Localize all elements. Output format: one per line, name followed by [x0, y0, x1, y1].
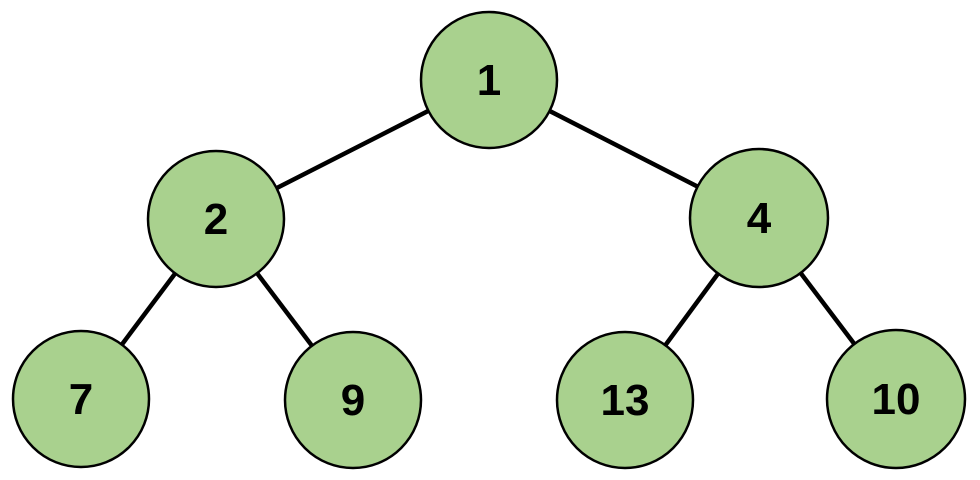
tree-node-4: 4 — [688, 147, 830, 289]
tree-node-label-4: 4 — [747, 194, 772, 243]
tree-node-1: 1 — [419, 10, 559, 150]
tree-node-circle-13 — [555, 330, 695, 470]
tree-node-10: 10 — [825, 328, 967, 470]
tree-node-label-2: 2 — [204, 195, 228, 244]
tree-node-circle-9 — [283, 330, 423, 470]
tree-node-9: 9 — [283, 330, 423, 470]
tree-node-circle-10 — [825, 328, 967, 470]
tree-node-label-1: 1 — [477, 56, 501, 105]
tree-node-label-13: 13 — [601, 376, 650, 425]
tree-node-label-10: 10 — [872, 375, 921, 424]
tree-node-circle-4 — [688, 147, 830, 289]
tree-node-circle-2 — [146, 149, 286, 289]
tree-node-7: 7 — [11, 329, 151, 469]
tree-node-13: 13 — [555, 330, 695, 470]
tree-node-circle-7 — [11, 329, 151, 469]
tree-node-circle-1 — [419, 10, 559, 150]
tree-node-2: 2 — [146, 149, 286, 289]
tree-node-label-7: 7 — [69, 375, 93, 424]
tree-node-label-9: 9 — [341, 376, 365, 425]
